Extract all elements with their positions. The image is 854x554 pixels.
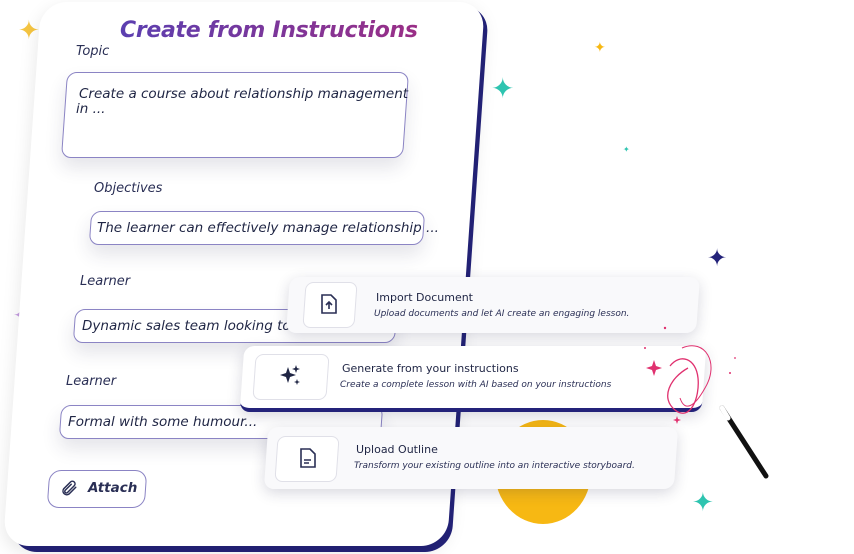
sparkle-teal-icon: ✦ <box>491 72 515 105</box>
generate-instructions-title: Generate from your instructions <box>342 362 519 375</box>
import-document-title: Import Document <box>376 291 473 304</box>
sparkle-yellow-icon: ✦ <box>18 16 40 46</box>
topic-value-line1: Create a course about relationship manag… <box>79 86 409 102</box>
generate-instructions-description: Create a complete lesson with AI based o… <box>340 380 612 390</box>
upload-document-icon <box>319 293 339 315</box>
objectives-label: Objectives <box>94 181 163 196</box>
learner-value: Dynamic sales team looking to i <box>82 318 299 334</box>
topic-field[interactable] <box>60 72 410 158</box>
topic-label: Topic <box>76 44 110 59</box>
sparkle-teal-tiny-icon: ✦ <box>623 145 630 154</box>
topic-value-line2: in ... <box>76 101 106 117</box>
paperclip-icon <box>60 479 78 497</box>
sparkle-teal-bottom-icon: ✦ <box>692 488 714 518</box>
page-title: Create from Instructions <box>120 18 418 43</box>
learner-tone-label: Learner <box>66 374 117 389</box>
learner-label: Learner <box>80 274 131 289</box>
import-document-description: Upload documents and let AI create an en… <box>374 309 630 319</box>
sparkle-navy-icon: ✦ <box>707 244 728 272</box>
sparkle-yellow-small-icon: ✦ <box>594 40 606 56</box>
attach-label: Attach <box>88 480 138 496</box>
magic-wand-icon <box>630 318 780 488</box>
objectives-value: The learner can effectively manage relat… <box>97 220 439 236</box>
sparkles-icon <box>278 364 302 388</box>
learner-tone-value: Formal with some humour... <box>68 414 258 430</box>
upload-outline-title: Upload Outline <box>356 443 438 456</box>
upload-outline-description: Transform your existing outline into an … <box>354 461 635 471</box>
outline-document-icon <box>298 447 318 469</box>
